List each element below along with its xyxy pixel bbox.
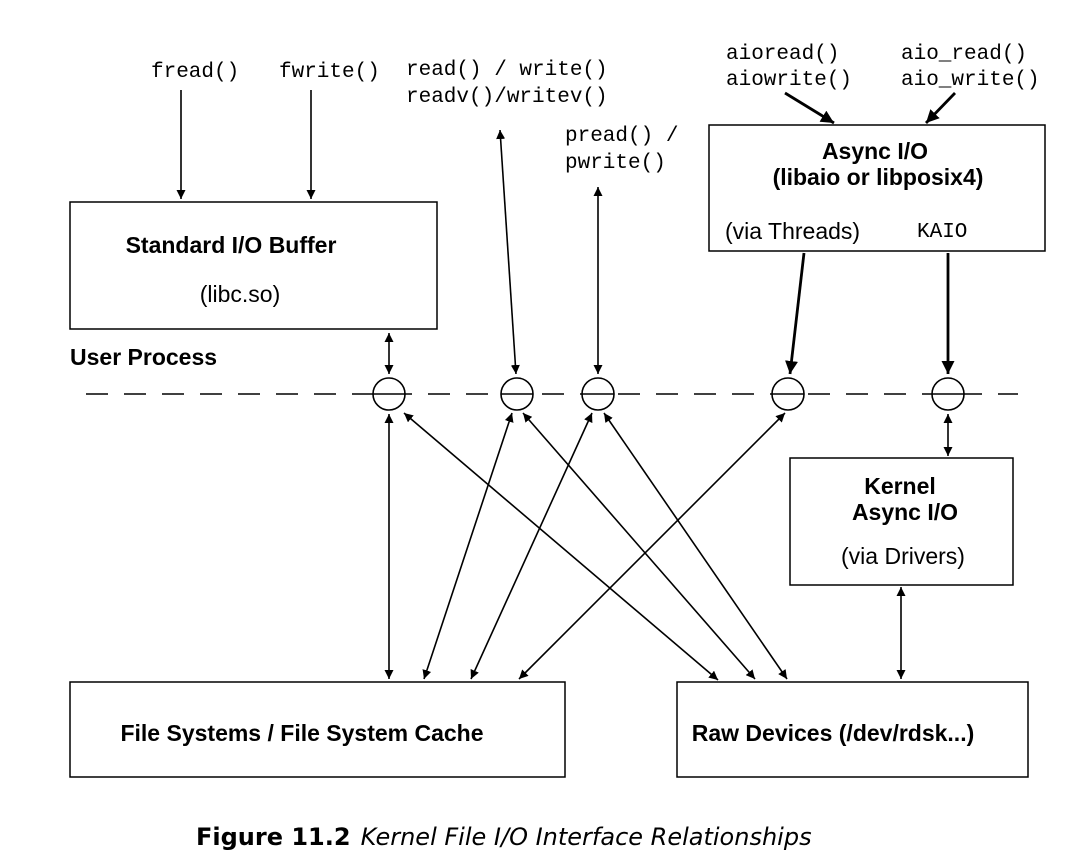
read-write-arrow <box>496 129 520 375</box>
figure-title: Kernel File I/O Interface Relationships <box>361 823 812 851</box>
gate-read-write <box>500 377 534 411</box>
readv-writev-label: readv()/writev() <box>406 86 608 109</box>
aioread-arrow <box>784 91 835 125</box>
gate-stdio <box>372 377 406 411</box>
via-threads-arrow <box>785 252 806 375</box>
read-write-label: read() / write() <box>406 59 608 82</box>
gate-threads <box>771 377 805 411</box>
kernel-async-io-subtitle: (via Drivers) <box>841 543 965 569</box>
fwrite-label: fwrite() <box>279 61 380 84</box>
threads-to-filesystems-arrow <box>518 412 786 680</box>
file-systems-box: File Systems / File System Cache <box>69 681 566 778</box>
gate-kaio <box>931 377 965 411</box>
pwrite-label: pwrite() <box>565 152 666 175</box>
async-io-box: Async I/O (libaio or libposix4) (via Thr… <box>708 124 1046 252</box>
via-threads-label: (via Threads) <box>725 218 860 244</box>
pread-to-filesystems-arrow <box>470 412 593 680</box>
kernel-async-io-box: Kernel Async I/O (via Drivers) <box>789 457 1014 586</box>
readwrite-to-filesystems-arrow <box>422 412 514 680</box>
standard-io-buffer-title: Standard I/O Buffer <box>126 232 337 258</box>
user-process-label: User Process <box>70 344 217 370</box>
raw-devices-label: Raw Devices (/dev/rdsk...) <box>692 720 975 746</box>
kaio-label: KAIO <box>917 221 967 244</box>
standard-io-buffer-box: Standard I/O Buffer (libc.so) <box>69 201 438 330</box>
aioread-label: aioread() <box>726 43 839 66</box>
aio-read-arrow <box>924 92 957 124</box>
fread-label: fread() <box>151 61 239 84</box>
gate-pread-pwrite <box>581 377 615 411</box>
pread-to-raw-arrow <box>603 412 788 680</box>
aio-write-label: aio_write() <box>901 69 1040 92</box>
kernel-async-io-title-2: Async I/O <box>852 499 958 525</box>
aio-read-label: aio_read() <box>901 43 1027 66</box>
stdio-to-raw-arrow <box>403 412 719 681</box>
async-io-title: Async I/O <box>822 138 928 164</box>
pread-label: pread() / <box>565 125 678 148</box>
file-systems-label: File Systems / File System Cache <box>120 720 483 746</box>
figure-number: Figure 11.2 <box>196 823 351 851</box>
standard-io-buffer-subtitle: (libc.so) <box>200 281 281 307</box>
figure-caption: Figure 11.2 Kernel File I/O Interface Rel… <box>196 823 812 851</box>
aiowrite-label: aiowrite() <box>726 69 852 92</box>
raw-devices-box: Raw Devices (/dev/rdsk...) <box>676 681 1029 778</box>
async-io-library: (libaio or libposix4) <box>773 164 984 190</box>
kernel-async-io-title: Kernel <box>864 473 936 499</box>
